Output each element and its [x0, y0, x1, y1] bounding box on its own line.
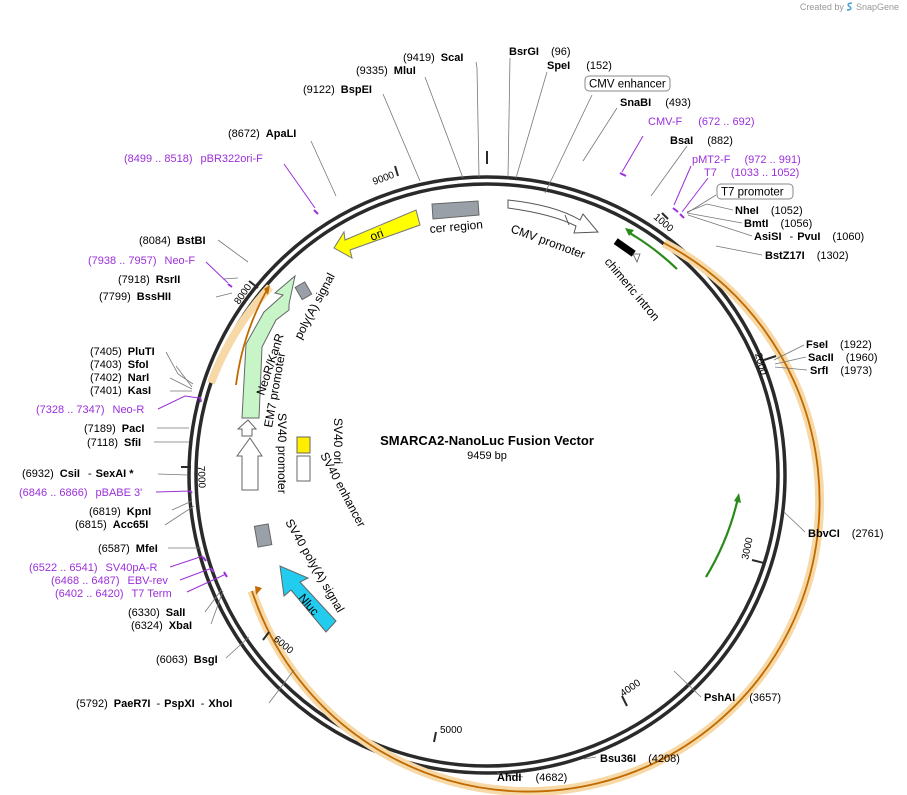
enzyme-sfoi: (7403)SfoI — [90, 359, 149, 371]
orf-arrowhead-orange-upper-left — [264, 285, 270, 295]
cmv-enhancer-box — [584, 75, 671, 92]
sv40-promoter-arrow — [236, 437, 263, 491]
polya-signal-box — [294, 281, 313, 301]
tick-label-5000: 5000 — [440, 725, 463, 736]
enzyme-bsai: BsaI(882) — [670, 135, 733, 147]
primer-pbabe-3: (6846 .. 6866)pBABE 3' — [19, 487, 142, 499]
enzyme-paer7i-pspxi-xhoi: (5792)PaeR7I-PspXI-XhoI — [76, 698, 232, 710]
enzyme-bsgi: (6063)BsgI — [156, 654, 218, 666]
cer-region-label: cer region — [429, 217, 483, 236]
t7-promoter-label: T7 promoter — [721, 187, 784, 199]
primer-labels: CMV-F(672 .. 692) pMT2-F(972 .. 991) T7(… — [19, 116, 801, 600]
enzyme-pshai: PshAI(3657) — [704, 692, 781, 704]
enzyme-rsrii: (7918)RsrII — [118, 274, 180, 286]
enzyme-labels: (9419)ScaI BsrGI(96) SpeI(152) (9335)Mlu… — [22, 46, 884, 784]
cmv-enhancer-label: CMV enhancer — [589, 79, 666, 91]
enzyme-kpni: (6819)KpnI — [89, 506, 151, 518]
neor-kanr-arrow — [241, 274, 296, 419]
enzyme-bbvci: BbvCI(2761) — [808, 528, 884, 540]
primer-leader-lines — [155, 135, 709, 593]
orf-arrowhead-orange-left — [255, 586, 262, 595]
sv40-ori-label: SV40 ori — [331, 418, 345, 464]
enzyme-nari: (7402)NarI — [90, 372, 149, 384]
tick-label-3000: 3000 — [740, 536, 755, 560]
primer-neo-f: (7938 .. 7957)Neo-F — [88, 255, 195, 267]
enzyme-bsu36i: Bsu36I(4208) — [600, 753, 680, 765]
orf-arrowhead-green-top — [625, 228, 634, 236]
enzyme-nhei: NheI(1052) — [735, 205, 803, 217]
polya-signal-label: poly(A) signal — [291, 271, 337, 342]
map-length: 9459 bp — [467, 450, 507, 462]
sv40-polya-box — [253, 523, 273, 548]
em7-promoter-arrow — [236, 419, 258, 437]
enzyme-sacii: SacII(1960) — [808, 352, 877, 364]
sv40-promoter-label: SV40 promoter — [275, 413, 289, 494]
primer-cmv-f: CMV-F(672 .. 692) — [648, 116, 755, 128]
primer-pmt2-f: pMT2-F(972 .. 991) — [692, 154, 801, 166]
snapgene-logo-icon — [846, 2, 853, 11]
snapgene-watermark: Created by SnapGene — [800, 2, 899, 12]
enzyme-paci: (7189)PacI — [84, 423, 144, 435]
enzyme-acc65i: (6815)Acc65I — [75, 519, 148, 531]
sv40-enhancer-box — [296, 455, 311, 482]
ori-label: ori — [368, 226, 386, 244]
tick-label-9000: 9000 — [371, 170, 396, 188]
ori-arrow — [333, 209, 421, 259]
cmv-enhancer-divider — [564, 214, 570, 226]
orf-arrow-left-orange — [235, 287, 269, 386]
enzyme-fsei: FseI(1922) — [806, 339, 872, 351]
enzyme-sfii: (7118)SfiI — [87, 437, 141, 449]
orf-arrow-green-right — [705, 497, 740, 578]
tick-label-4000: 4000 — [618, 677, 643, 699]
enzyme-bstz17i: BstZ17I(1302) — [765, 250, 849, 262]
enzyme-ahdi: AhdI(4682) — [497, 772, 567, 784]
enzyme-bsrgi: BsrGI(96) — [509, 46, 571, 58]
enzyme-mlui: (9335)MluI — [356, 65, 416, 77]
cer-region-box — [431, 200, 480, 220]
enzyme-spei: SpeI(152) — [547, 60, 612, 72]
enzyme-snabi: SnaBI(493) — [620, 97, 691, 109]
enzyme-srfi: SrfI(1973) — [810, 365, 872, 377]
watermark-created-by: Created by — [799, 2, 844, 12]
enzyme-scai: (9419)ScaI — [403, 52, 463, 64]
tick-label-7000: 7000 — [195, 466, 207, 489]
enzyme-pluti: (7405)PluTI — [90, 346, 155, 358]
primer-ebv-rev: (6468 .. 6487)EBV-rev — [51, 575, 168, 587]
enzyme-apali: (8672)ApaLI — [228, 128, 296, 140]
enzyme-csii-sexai: (6932)CsiI-SexAI * — [22, 468, 134, 480]
enzyme-asisi-pvui: AsiSI-PvuI(1060) — [754, 231, 864, 243]
nluc-arrow — [279, 565, 337, 633]
enzyme-bstbi: (8084)BstBI — [139, 235, 206, 247]
t7-promoter-box — [716, 183, 794, 200]
tick-label-1000: 1000 — [651, 212, 675, 235]
map-title: SMARCA2-NanoLuc Fusion Vector — [380, 433, 594, 448]
orf-arrow-right-orange — [251, 242, 821, 793]
primer-neo-r: (7328 .. 7347)Neo-R — [36, 404, 144, 416]
ruler-ticks — [181, 151, 777, 743]
enzyme-kasi: (7401)KasI — [90, 385, 151, 397]
enzyme-sali: (6330)SalI — [128, 607, 185, 619]
orf-arrowhead-green-right — [734, 493, 741, 503]
enzyme-besshii: (7799)BssHII — [99, 291, 171, 303]
enzyme-xbai: (6324)XbaI — [131, 620, 192, 632]
enzyme-bmti: BmtI(1056) — [744, 218, 812, 230]
backbone-inner-ring — [194, 182, 780, 768]
primer-t7: T7(1033 .. 1052) — [704, 167, 799, 179]
sv40-ori-box — [296, 436, 311, 454]
enzyme-mfei: (6587)MfeI — [98, 543, 158, 555]
cmv-promoter-arrow — [507, 199, 600, 234]
primer-pbr322ori-f: (8499 .. 8518)pBR322ori-F — [124, 153, 263, 165]
primer-sv40pa-r: (6522 .. 6541)SV40pA-R — [29, 562, 158, 574]
backbone-outer-ring — [187, 175, 787, 775]
chimeric-intron-bar — [613, 238, 636, 257]
leader-lines — [154, 57, 808, 778]
enzyme-bspei: (9122)BspEI — [303, 84, 372, 96]
primer-t7-term: (6402 .. 6420)T7 Term — [55, 588, 172, 600]
chimeric-intron-end — [632, 253, 641, 263]
chimeric-intron-label: chimeric intron — [602, 255, 663, 324]
orf-highlight-right — [247, 239, 825, 795]
watermark-brand: SnapGene — [855, 2, 899, 12]
